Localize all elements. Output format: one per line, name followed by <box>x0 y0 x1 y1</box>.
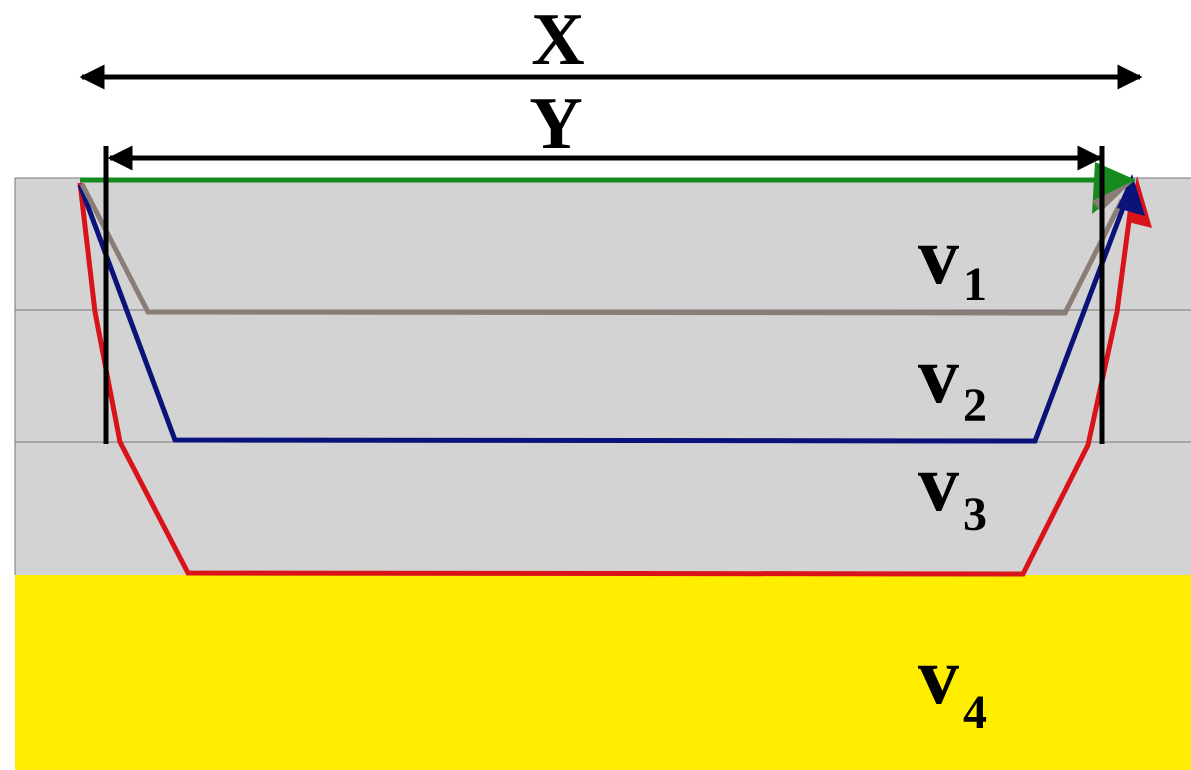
velocity-label-1-subscript: 1 <box>963 258 987 311</box>
velocity-label-3-subscript: 3 <box>963 488 987 541</box>
velocity-label-3-letter: v <box>918 437 959 528</box>
velocity-label-4-subscript: 4 <box>963 686 987 739</box>
velocity-label-2-letter: v <box>918 329 959 420</box>
halfspace-layer-4 <box>15 575 1191 770</box>
earth-model <box>15 178 1191 770</box>
y-label: Y <box>529 83 582 165</box>
layer-2 <box>15 310 1191 442</box>
velocity-label-4-letter: v <box>918 630 959 721</box>
velocity-label-2-subscript: 2 <box>963 379 987 432</box>
x-label: X <box>531 0 584 81</box>
velocity-label-1-letter: v <box>918 210 959 301</box>
layer-3 <box>15 442 1191 575</box>
layer-1 <box>15 178 1191 310</box>
